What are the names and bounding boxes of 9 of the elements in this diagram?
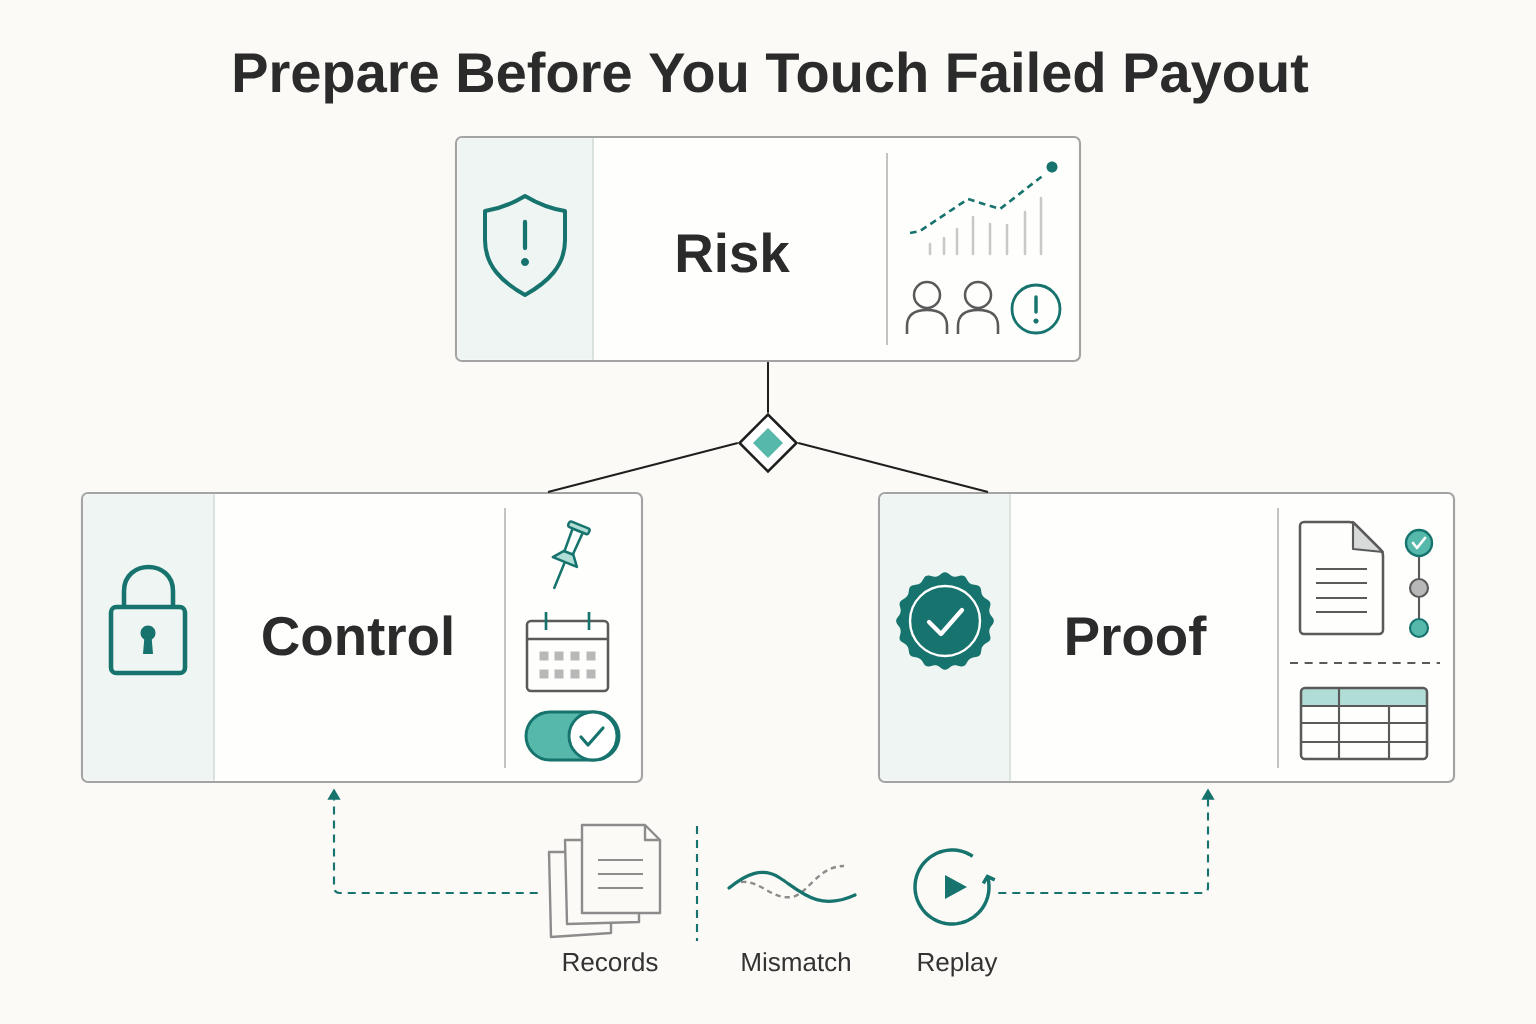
title: Prepare Before You Touch Failed Payout: [234, 51, 1309, 104]
icon-caption: Records: [563, 952, 658, 972]
connector-line: [547, 442, 739, 493]
connector-line: [797, 442, 989, 493]
connector-line: [767, 361, 769, 414]
icon-caption: Replay: [918, 952, 998, 977]
icon-caption: Mismatch: [742, 952, 850, 972]
replay-icon: [913, 848, 996, 926]
document-stack-icon: [547, 823, 662, 939]
